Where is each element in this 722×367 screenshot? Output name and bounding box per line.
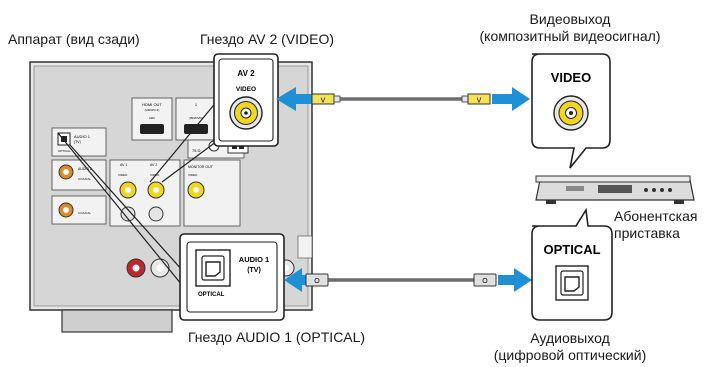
caption-unit-rear: Аппарат (вид сзади) xyxy=(8,31,140,47)
optical-plug-right-label: O xyxy=(482,278,488,285)
callout-lines xyxy=(57,99,233,291)
caption-audio-out-2: (цифровой оптический) xyxy=(493,347,647,363)
rear-coaxial2-label: COAXIAL xyxy=(78,211,91,215)
rear-hdmi-out-label: HDMI OUT xyxy=(142,102,162,107)
rear-av1-label: AV 1 xyxy=(120,163,127,167)
video-plug-right-label: V xyxy=(477,98,482,105)
rear-arc-label: ARC xyxy=(149,116,156,120)
video-cable: V V xyxy=(276,87,530,111)
hdmi-1-port xyxy=(184,124,208,134)
caption-settop-2: приставка xyxy=(614,225,680,241)
settop-box xyxy=(535,175,695,204)
rear-bd-dvd-label: (BD/DVD) xyxy=(189,116,202,120)
caption-audio1-jack: Гнездо AUDIO 1 (OPTICAL) xyxy=(188,329,366,345)
audio1-optical-zoom: AUDIO 1 (TV) OPTICAL xyxy=(179,233,285,321)
rear-hdmi-out-sub: (HDCP2.2) xyxy=(145,108,160,112)
arrow-right-video xyxy=(492,87,530,111)
optical-cable: O O xyxy=(284,268,532,292)
hdmi-out-port xyxy=(140,124,164,134)
rear-audio2-label: AUDIO 2 xyxy=(78,167,92,171)
arrow-right-optical xyxy=(498,268,532,292)
optical-plug-left-label: O xyxy=(314,278,320,285)
video-plug-left-label: V xyxy=(321,98,326,105)
audio1-zoom-optical: OPTICAL xyxy=(198,292,225,298)
audio1-zoom-title: AUDIO 1 xyxy=(239,255,269,264)
rear-monitor-out-label: MONITOR OUT xyxy=(188,165,214,169)
caption-settop-1: Абонентская xyxy=(614,208,698,224)
caption-audio-out-1: Аудиовыход xyxy=(530,330,610,346)
rear-optical-label: OPTICAL xyxy=(58,149,71,153)
rear-audio1-label: AUDIO 1 xyxy=(74,134,91,139)
arrow-left-optical xyxy=(284,268,316,292)
settop-optical-callout: OPTICAL xyxy=(531,207,613,321)
settop-optical-badge: OPTICAL xyxy=(543,242,600,257)
av2-zoom-title: AV 2 xyxy=(237,69,255,78)
rear-audio1-sub: (TV) xyxy=(74,140,81,144)
settop-video-badge: VIDEO xyxy=(551,70,591,85)
av2-zoom-sub: VIDEO xyxy=(236,86,256,93)
rear-video-label-3: VIDEO xyxy=(188,173,198,177)
rear-av2-label: AV 2 xyxy=(150,163,157,167)
rear-hdmi-1-label: 1 xyxy=(195,102,198,107)
audio1-zoom-sub: (TV) xyxy=(247,267,261,274)
rear-video-label-1: VIDEO xyxy=(118,173,128,177)
rear-video-label-2: VIDEO xyxy=(150,173,160,177)
caption-av2-jack: Гнездо AV 2 (VIDEO) xyxy=(200,31,335,47)
caption-video-out-2: (композитный видеосигнал) xyxy=(479,28,661,44)
settop-video-callout: VIDEO xyxy=(531,53,611,169)
rear-75ohm-label: 75 Ω xyxy=(192,148,201,153)
caption-video-out-1: Видеовыход xyxy=(529,11,611,27)
av2-video-zoom: AV 2 VIDEO xyxy=(213,53,279,147)
arrow-left-video xyxy=(276,87,312,111)
rear-coaxial-label: COAXIAL xyxy=(78,177,91,181)
